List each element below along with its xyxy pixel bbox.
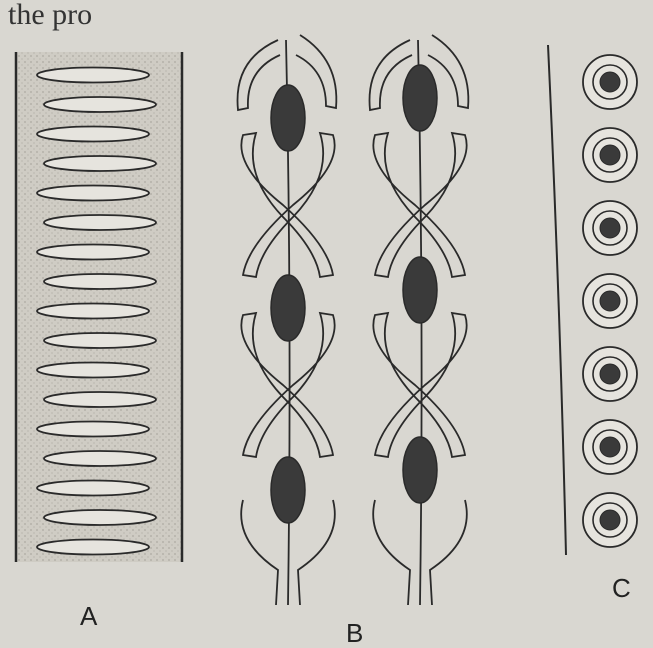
figure-b-top-arm-right: [296, 35, 336, 108]
figure-a-cell: [37, 540, 149, 555]
figure-b-column: [370, 35, 469, 605]
figure-b-column: [238, 35, 337, 605]
figure-b-bottom-arm-right: [430, 500, 467, 605]
figure-c-cell: [583, 274, 637, 328]
figure-b-nucleus: [271, 457, 305, 523]
figure-b-nucleus: [271, 275, 305, 341]
figure-a-cell: [44, 215, 156, 230]
figure-c-cell: [583, 493, 637, 547]
figure-c-cell: [583, 420, 637, 474]
figure-c-cell: [583, 347, 637, 401]
figure-a-cell: [37, 481, 149, 496]
figure-a-cell: [44, 392, 156, 407]
figure-b-bottom-arm-left: [373, 500, 410, 605]
figure-b-bottom-arm-left: [241, 500, 278, 605]
figure-a-cell: [37, 186, 149, 201]
figure-a-cell: [37, 363, 149, 378]
figure-b-label: B: [346, 620, 363, 646]
figure-c-cell: [583, 201, 637, 255]
figure-a-cardiac-tissue: [16, 52, 182, 562]
figure-a-cell: [44, 451, 156, 466]
figure-b-junction-arm: [373, 313, 465, 457]
figure-a-cell: [37, 304, 149, 319]
figure-b-nucleus: [271, 85, 305, 151]
figure-a-cell: [44, 274, 156, 289]
figure-c-left-boundary: [548, 45, 566, 555]
figure-b-tissue: [238, 35, 469, 605]
figure-a-cell: [37, 127, 149, 142]
figure-b-nucleus: [403, 437, 437, 503]
figure-a-cell: [44, 97, 156, 112]
figure-c-cell: [583, 55, 637, 109]
figure-a-cell: [44, 156, 156, 171]
figure-c-tissue: [548, 45, 637, 555]
figure-a-cell: [44, 333, 156, 348]
figure-b-nucleus: [403, 65, 437, 131]
figure-b-bottom-arm-right: [298, 500, 335, 605]
figure-a-cell: [44, 510, 156, 525]
figure-c-label: C: [612, 575, 631, 601]
figure-a-cell: [37, 68, 149, 83]
figure-a-cell: [37, 245, 149, 260]
figure-b-nucleus: [403, 257, 437, 323]
figure-a-cell: [37, 422, 149, 437]
figure-a-label: A: [80, 603, 97, 629]
figure-c-cell: [583, 128, 637, 182]
